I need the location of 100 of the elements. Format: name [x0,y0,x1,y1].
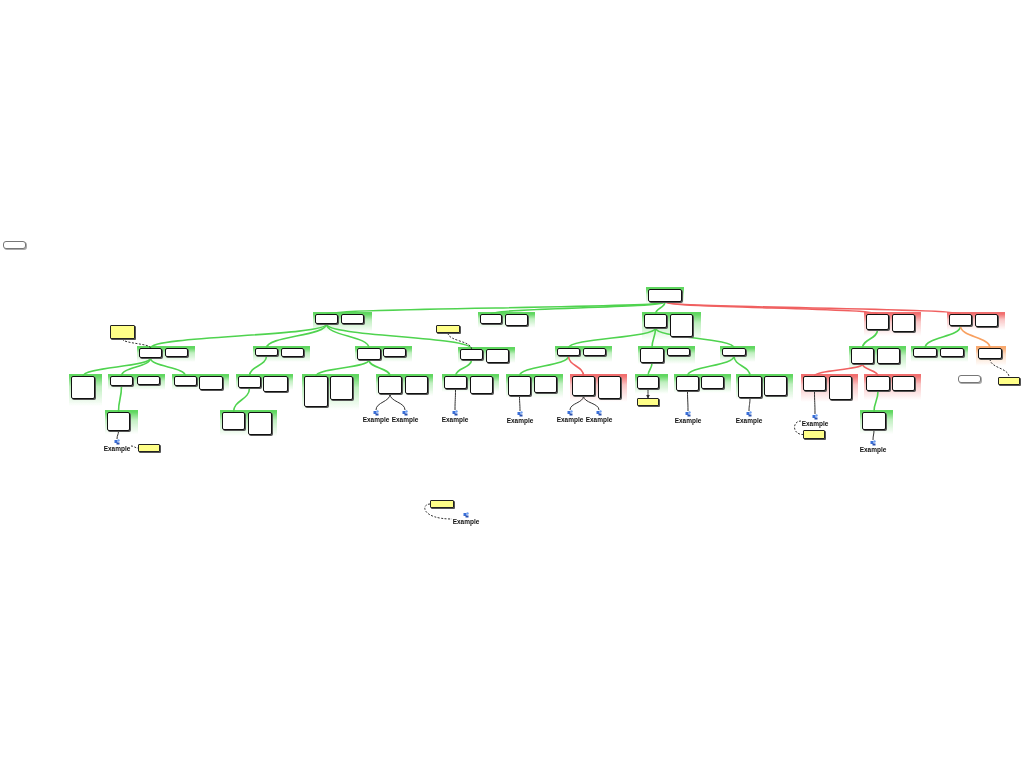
connector [368,359,391,377]
connector [454,388,456,411]
connector [872,429,875,441]
topic-box [862,412,886,430]
topic-box [165,348,188,357]
topic-box [676,376,699,391]
topic-box [107,412,130,431]
topic-box [508,376,531,396]
dashed-connector [424,503,453,520]
connector [567,355,585,377]
connector [733,355,751,377]
connector [454,359,473,377]
note-box [436,325,460,333]
connector [924,325,962,349]
note-box [430,500,454,508]
topic-box [851,348,874,364]
topic-box [222,412,245,430]
topic-box [378,376,402,394]
connector [959,325,991,349]
connector [873,390,879,413]
topic-box [139,348,162,358]
topic-box [174,376,197,386]
topic-box [486,349,509,363]
connector [116,430,119,440]
connector [325,323,370,349]
connector [232,387,251,413]
connector [117,385,123,413]
topic-box [255,348,278,356]
topic-box [648,289,682,302]
connector [748,397,751,412]
topic-box [383,348,406,357]
topic-box [892,376,915,391]
topic-box [572,376,595,396]
dashed-connector [130,445,139,449]
empty-box [3,241,26,249]
connector [120,357,152,377]
topic-box [315,314,338,324]
connector [861,363,879,377]
connector [149,357,187,377]
note-box [998,377,1020,385]
topic-box [304,376,328,407]
topic-box [667,348,690,356]
topic-box [640,348,664,363]
topic-box [978,348,1002,359]
topic-box [405,376,428,394]
topic-box [866,314,889,330]
connector [82,357,152,377]
note-box [138,444,160,452]
connector [248,355,268,377]
dashed-connector [447,332,472,350]
connector [265,323,328,349]
connector [389,393,406,411]
topic-box [534,376,557,393]
dashed-connector [989,358,1010,378]
dashed-connector [122,338,151,349]
connector [814,390,816,415]
topic-box [877,348,900,364]
topic-box [803,376,826,391]
connector [654,327,735,349]
connector [315,359,370,377]
topic-box [199,376,223,390]
topic-box [238,376,261,388]
connector [646,388,650,399]
topic-box [637,376,659,389]
connector [651,327,657,349]
topic-box [949,314,972,326]
dashed-connector [794,420,804,435]
connector [813,363,864,377]
connector [325,323,473,350]
topic-box [829,376,852,400]
connector [861,329,879,349]
topic-box [341,314,364,324]
empty-box [958,375,981,383]
topic-box [357,348,381,360]
topic-box [598,376,621,399]
connector [149,323,328,349]
topic-box [330,376,353,400]
connector [583,395,600,411]
topic-box [460,349,483,360]
topic-box [583,348,606,356]
topic-box [722,348,746,356]
note-box [803,430,825,439]
topic-box [137,376,160,385]
note-box [637,398,659,406]
topic-box [248,412,272,435]
topic-box [738,376,762,398]
topic-box [557,348,580,356]
connector [490,301,666,315]
topic-box [281,348,304,357]
topic-box [913,348,937,357]
topic-box [505,314,528,326]
topic-box [470,376,493,394]
topic-box [975,314,998,327]
connector [569,395,584,411]
connector [375,393,391,411]
connector [664,301,879,315]
topic-box [892,314,915,332]
topic-box [263,376,288,392]
topic-box [701,376,724,389]
topic-box [71,376,95,399]
